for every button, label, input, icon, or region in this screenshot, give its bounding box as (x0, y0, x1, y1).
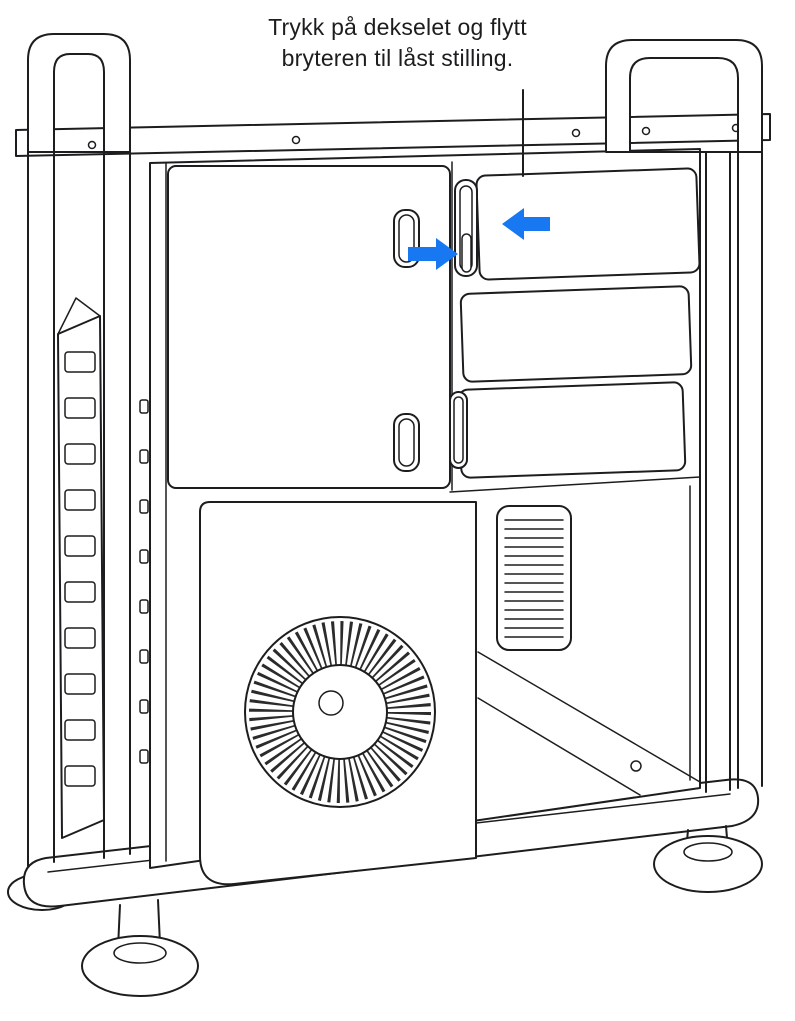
fan-hub (318, 690, 344, 716)
front-right-foot (653, 825, 763, 893)
drive-lock-switch (454, 179, 478, 277)
slot-rung (64, 719, 96, 741)
port-tick (139, 649, 149, 664)
press-cover-left-arrow-icon (502, 208, 550, 240)
left-handle (27, 33, 131, 153)
rail-screw (291, 135, 301, 145)
fan-panel (199, 501, 477, 886)
blower-fan (244, 616, 436, 808)
slot-rung (64, 397, 96, 419)
slot-rung (64, 627, 96, 649)
power-supply-area (477, 485, 701, 796)
front-left-foot (81, 899, 199, 997)
port-tick (139, 399, 149, 414)
slot-rung (64, 443, 96, 465)
vent-grille (496, 505, 572, 651)
rail-screw (87, 140, 97, 150)
front-edge-ports (139, 399, 149, 764)
rail-screw (571, 128, 581, 138)
port-tick (139, 549, 149, 564)
callout-line-2: bryteren til låst stilling. (281, 45, 514, 71)
drive-cover-middle (459, 285, 693, 383)
door-latch-bottom (393, 413, 420, 472)
side-door-panel (167, 165, 451, 489)
slot-rung (64, 535, 96, 557)
frame-feet (81, 825, 763, 997)
frame-tubes (27, 149, 763, 867)
fan-fins (249, 621, 431, 803)
port-tick (139, 499, 149, 514)
port-tick (139, 749, 149, 764)
drive-cover-handle (449, 391, 468, 469)
frame-handles (27, 33, 763, 153)
callout-text: Trykk på dekselet og flytt bryteren til … (0, 12, 795, 74)
slot-rung (64, 351, 96, 373)
slot-rung (64, 765, 96, 787)
port-tick (139, 449, 149, 464)
port-tick (139, 599, 149, 614)
slot-rung (64, 489, 96, 511)
expansion-card-cage (57, 297, 105, 839)
slot-rung (64, 673, 96, 695)
drive-bay-covers (449, 161, 701, 493)
port-tick (139, 699, 149, 714)
drive-cover-bottom (457, 381, 687, 479)
chassis-screw (630, 760, 642, 772)
slot-rung (64, 581, 96, 603)
slide-switch-right-arrow-icon (408, 238, 458, 270)
drive-cover-top-highlighted (475, 167, 701, 281)
rail-screw (641, 126, 651, 136)
right-handle (605, 39, 763, 153)
callout-line-1: Trykk på dekselet og flytt (268, 14, 527, 40)
top-rail (15, 113, 771, 157)
